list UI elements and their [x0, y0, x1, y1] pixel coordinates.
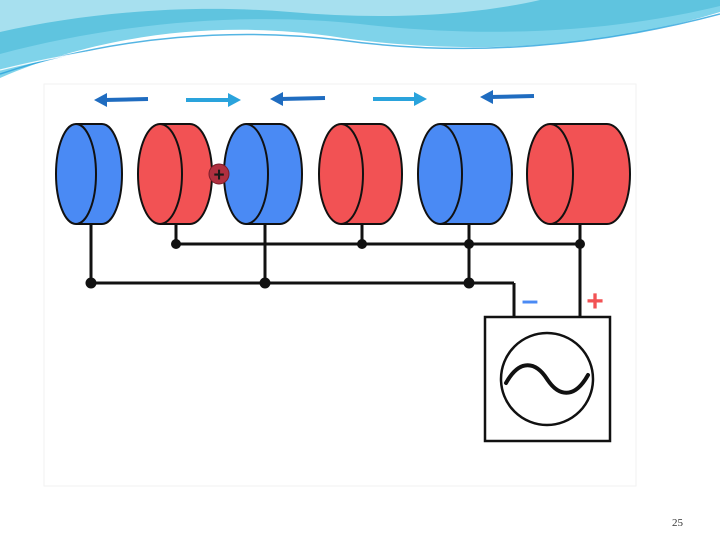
arrow-left-icon: [480, 90, 535, 104]
terminal-negative-label: –: [522, 284, 539, 317]
arrow-right-icon: [186, 93, 241, 107]
arrow-right-icon: [373, 92, 427, 106]
arrow-left-icon: [270, 92, 326, 106]
sine-wave-icon: [504, 363, 590, 395]
field-arrows: [94, 90, 535, 107]
terminal-positive-label: +: [586, 285, 604, 318]
drift-tube-blue: [223, 123, 303, 225]
wiring: [89, 225, 582, 317]
drift-tube-red: [137, 123, 213, 225]
page-number: 25: [672, 517, 683, 529]
wire-junctions: [85, 239, 585, 289]
header-wave-decoration: [0, 0, 720, 78]
particle-charge-symbol: +: [213, 165, 224, 186]
ac-power-source: [483, 315, 612, 443]
charged-particle: +: [208, 163, 230, 186]
drift-tube-red: [318, 123, 403, 225]
drift-tube-blue: [55, 123, 123, 225]
drift-tube-red: [526, 123, 631, 225]
arrow-left-icon: [94, 93, 149, 107]
drift-tube-blue: [417, 123, 513, 225]
